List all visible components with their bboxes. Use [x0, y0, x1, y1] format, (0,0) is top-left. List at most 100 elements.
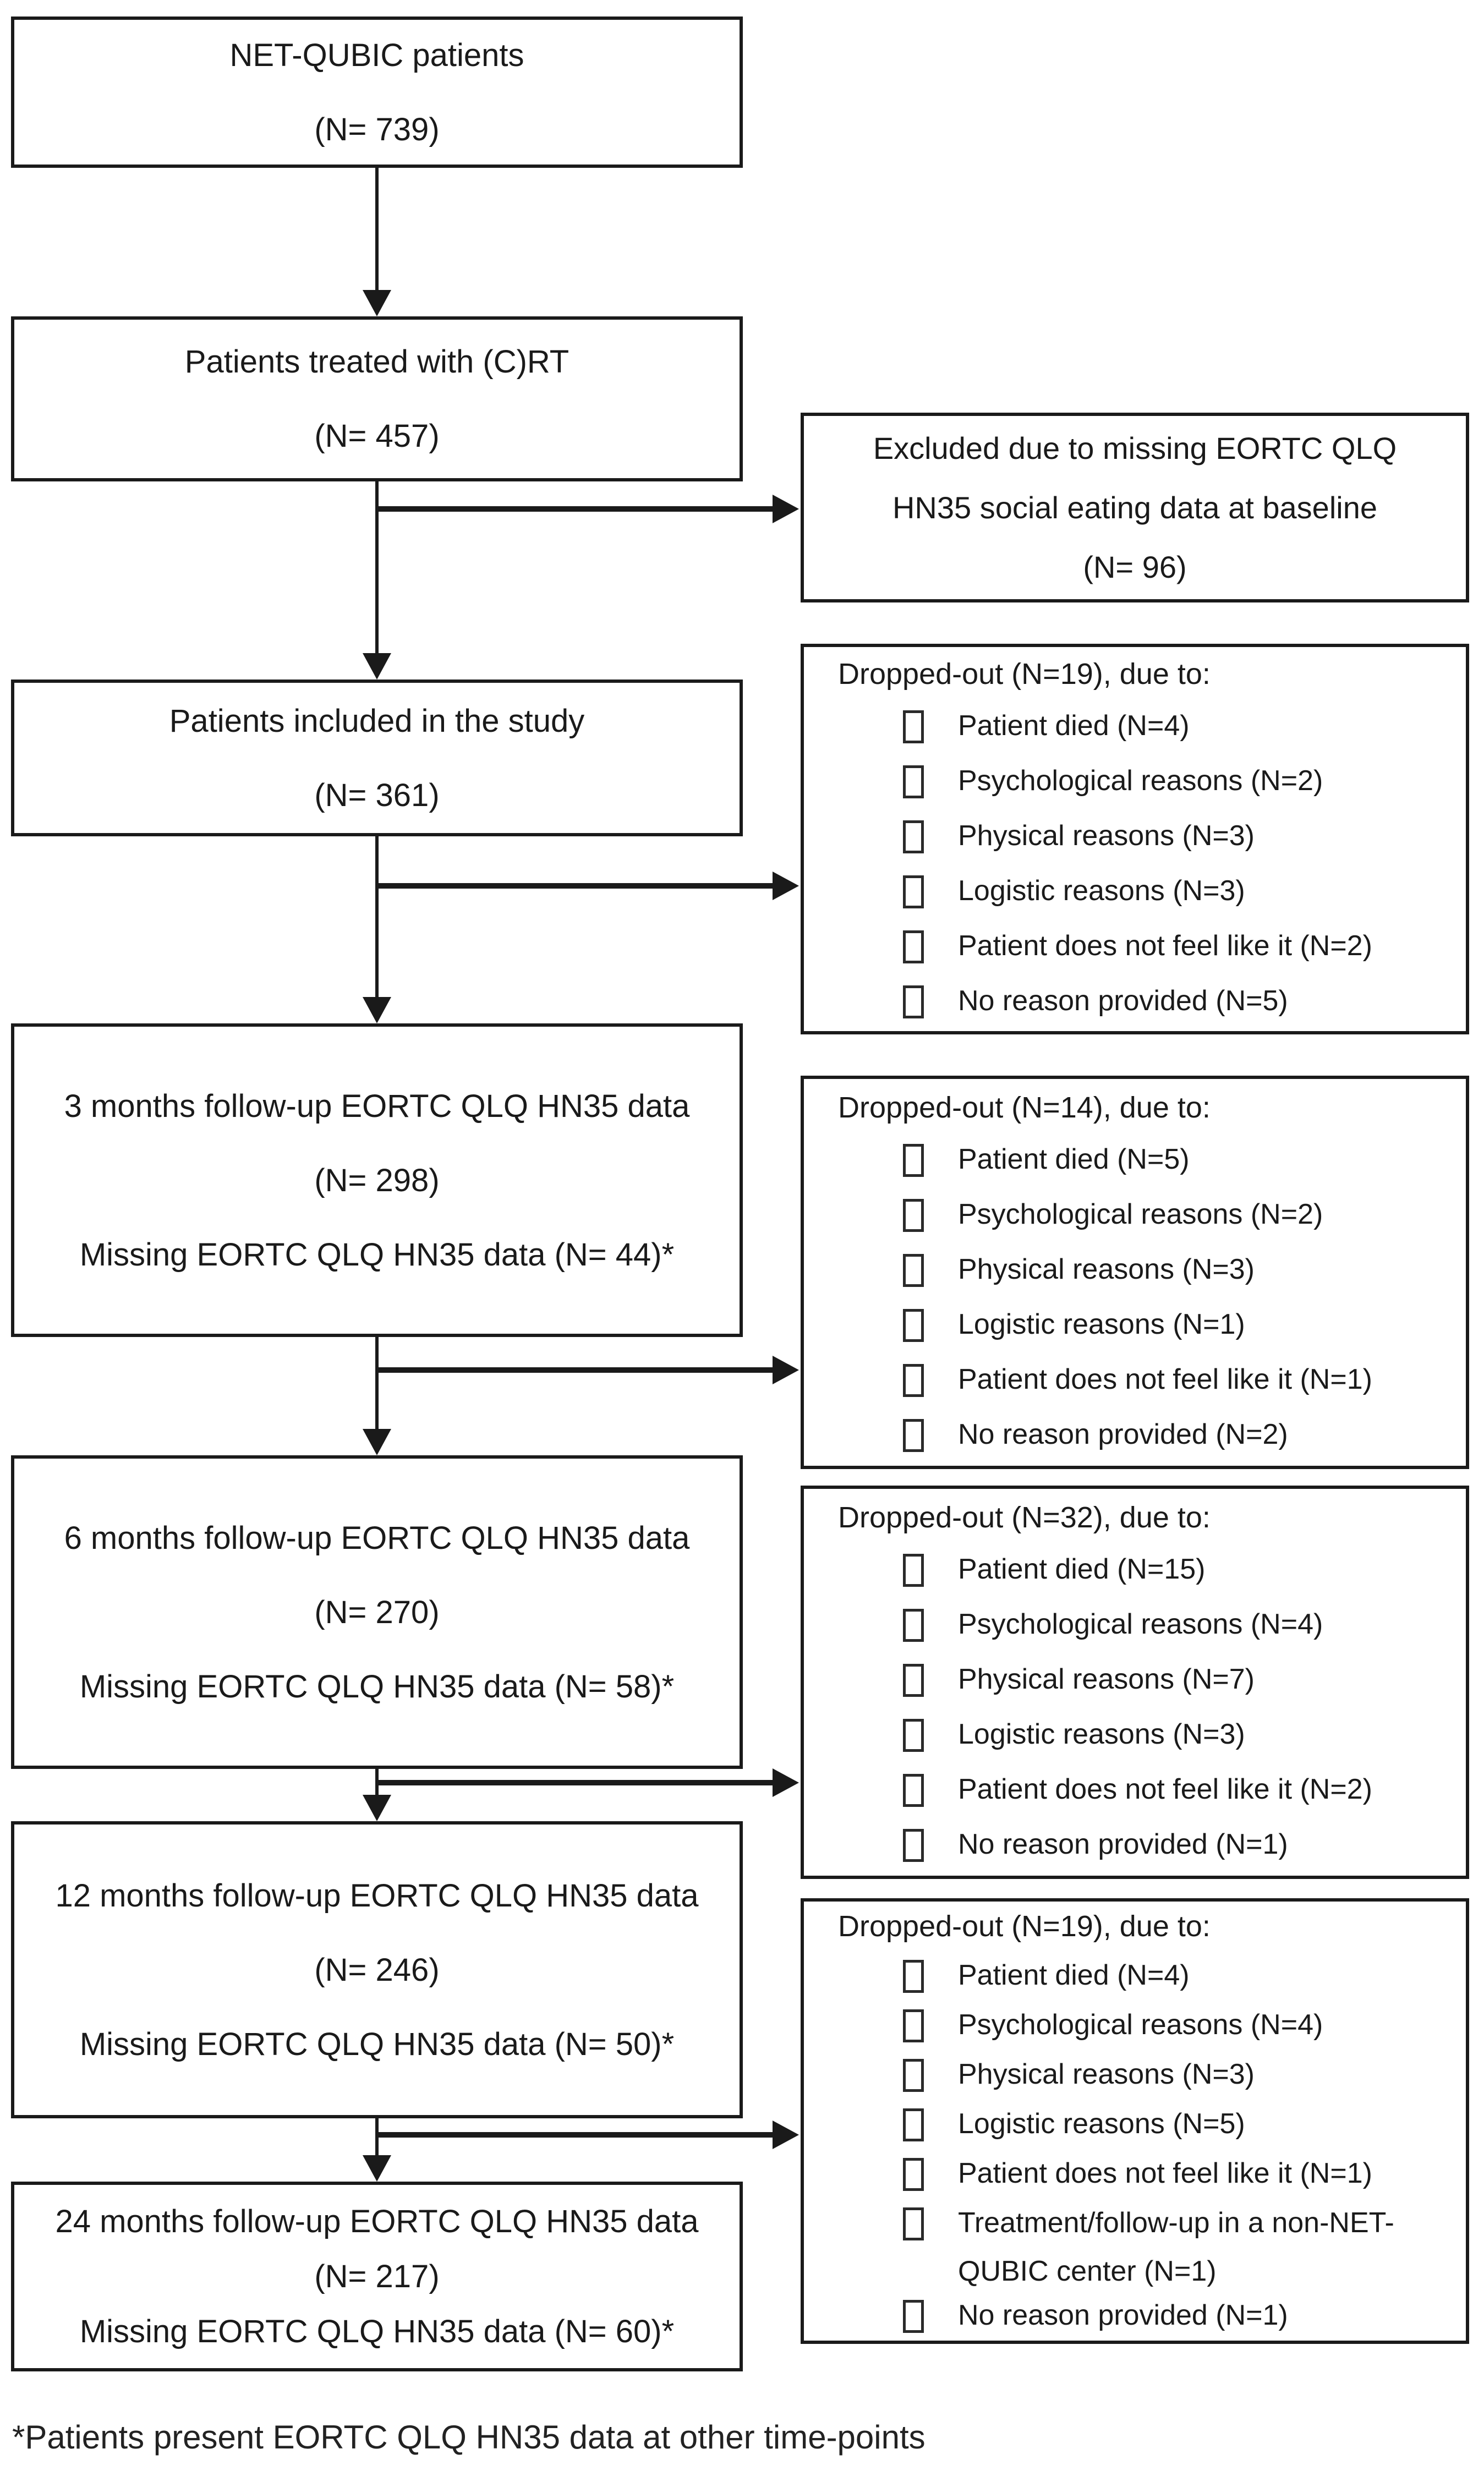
dropout-item: Physical reasons (N=3): [804, 812, 1466, 867]
box-count: (N= 739): [314, 111, 440, 147]
arrowhead-down-icon: [363, 1429, 391, 1455]
connector-stem: [375, 1337, 379, 1432]
dropout-item: Psychological reasons (N=4): [804, 2001, 1466, 2050]
dropout-item: No reason provided (N=1): [804, 2291, 1466, 2341]
dropout-item-label: Patient does not feel like it (N=2): [958, 930, 1372, 962]
dropout-title: Dropped-out (N=14), due to:: [838, 1091, 1211, 1124]
box-included-in-study: Patients included in the study (N= 361): [11, 680, 743, 836]
dropout-item: Logistic reasons (N=3): [804, 867, 1466, 922]
dropout-item: Treatment/follow-up in a non-NET-QUBIC c…: [804, 2199, 1466, 2291]
bullet-square-icon: [903, 1198, 924, 1232]
dropout-item-label: Psychological reasons (N=2): [958, 1198, 1323, 1230]
box-3-months-followup: 3 months follow-up EORTC QLQ HN35 data (…: [11, 1023, 743, 1337]
box-line: 24 months follow-up EORTC QLQ HN35 data: [55, 2203, 699, 2239]
dropout-item: Patient does not feel like it (N=2): [804, 1765, 1466, 1820]
box-dropout-12m-to-24m: Dropped-out (N=19), due to: Patient died…: [801, 1898, 1469, 2344]
box-count: (N= 246): [314, 1952, 440, 1988]
arrowhead-right-icon: [773, 495, 799, 523]
box-24-months-followup: 24 months follow-up EORTC QLQ HN35 data …: [11, 2182, 743, 2371]
bullet-square-icon: [903, 985, 924, 1018]
arrowhead-down-icon: [363, 1795, 391, 1821]
dropout-item-label: Logistic reasons (N=3): [958, 1718, 1245, 1750]
box-6-months-followup: 6 months follow-up EORTC QLQ HN35 data (…: [11, 1455, 743, 1769]
arrowhead-down-icon: [363, 653, 391, 680]
dropout-item: Logistic reasons (N=5): [804, 2100, 1466, 2149]
dropout-item: Patient died (N=4): [804, 1951, 1466, 2001]
dropout-item-label: No reason provided (N=1): [958, 2299, 1288, 2331]
box-line: 6 months follow-up EORTC QLQ HN35 data: [64, 1520, 690, 1556]
box-excluded-baseline: Excluded due to missing EORTC QLQ HN35 s…: [801, 413, 1469, 602]
box-line: Patients included in the study: [169, 703, 585, 739]
box-line: HN35 social eating data at baseline: [892, 490, 1377, 525]
box-count: (N= 457): [314, 418, 440, 454]
dropout-item: Psychological reasons (N=2): [804, 757, 1466, 812]
box-dropout-baseline-to-3m: Dropped-out (N=19), due to: Patient died…: [801, 644, 1469, 1034]
dropout-item: Patient died (N=5): [804, 1135, 1466, 1190]
bullet-square-icon: [903, 875, 924, 908]
box-treated-with-crt: Patients treated with (C)RT (N= 457): [11, 316, 743, 481]
dropout-item-label: Physical reasons (N=3): [958, 1253, 1255, 1285]
box-line: 12 months follow-up EORTC QLQ HN35 data: [55, 1877, 699, 1914]
bullet-square-icon: [903, 2108, 924, 2141]
arrowhead-down-icon: [363, 2155, 391, 2182]
bullet-square-icon: [903, 1718, 924, 1752]
box-dropout-3m-to-6m: Dropped-out (N=14), due to: Patient died…: [801, 1076, 1469, 1469]
bullet-square-icon: [903, 1253, 924, 1287]
bullet-square-icon: [903, 1608, 924, 1642]
dropout-item-label: Physical reasons (N=3): [958, 2058, 1255, 2090]
dropout-item-label: Physical reasons (N=7): [958, 1663, 1255, 1695]
connector-stem: [375, 481, 379, 656]
box-netqubic-patients: NET-QUBIC patients (N= 739): [11, 17, 743, 168]
dropout-item-label: Psychological reasons (N=2): [958, 765, 1323, 797]
box-count: (N= 217): [314, 2258, 440, 2294]
connector-branch: [377, 2132, 773, 2138]
bullet-square-icon: [903, 2059, 924, 2092]
dropout-item: Psychological reasons (N=4): [804, 1600, 1466, 1655]
dropout-item: Logistic reasons (N=3): [804, 1710, 1466, 1765]
dropout-item-label: No reason provided (N=2): [958, 1418, 1288, 1450]
bullet-square-icon: [903, 1773, 924, 1807]
bullet-square-icon: [903, 1828, 924, 1862]
dropout-item-label: Patient does not feel like it (N=1): [958, 2157, 1372, 2189]
dropout-item-label: Patient died (N=4): [958, 710, 1190, 742]
box-missing-line: Missing EORTC QLQ HN35 data (N= 58)*: [79, 1668, 675, 1705]
bullet-square-icon: [903, 820, 924, 853]
dropout-item: Patient does not feel like it (N=2): [804, 922, 1466, 977]
dropout-item-label: Patient does not feel like it (N=2): [958, 1773, 1372, 1805]
bullet-square-icon: [903, 1960, 924, 1993]
dropout-title: Dropped-out (N=19), due to:: [838, 658, 1211, 691]
arrowhead-right-icon: [773, 2121, 799, 2149]
arrowhead-right-icon: [773, 1768, 799, 1797]
dropout-item: No reason provided (N=1): [804, 1820, 1466, 1875]
box-count: (N= 96): [1083, 549, 1187, 584]
arrowhead-right-icon: [773, 1356, 799, 1384]
dropout-item-label: No reason provided (N=5): [958, 985, 1288, 1017]
bullet-square-icon: [903, 2300, 924, 2333]
dropout-item-label: No reason provided (N=1): [958, 1828, 1288, 1860]
footnote: *Patients present EORTC QLQ HN35 data at…: [12, 2419, 926, 2456]
dropout-item: Patient does not feel like it (N=1): [804, 2149, 1466, 2199]
dropout-item-label: Patient died (N=15): [958, 1553, 1206, 1585]
box-missing-line: Missing EORTC QLQ HN35 data (N= 44)*: [79, 1236, 675, 1273]
bullet-square-icon: [903, 1308, 924, 1342]
bullet-square-icon: [903, 765, 924, 798]
connector-branch: [377, 1780, 773, 1785]
dropout-item-label: Patient died (N=5): [958, 1143, 1190, 1175]
dropout-item: No reason provided (N=5): [804, 977, 1466, 1032]
dropout-item: Patient does not feel like it (N=1): [804, 1355, 1466, 1410]
connector-stem: [375, 168, 379, 293]
bullet-square-icon: [903, 710, 924, 743]
arrowhead-down-icon: [363, 290, 391, 316]
connector-branch: [377, 883, 773, 889]
dropout-item: Patient died (N=4): [804, 702, 1466, 757]
dropout-item-label: Patient does not feel like it (N=1): [958, 1363, 1372, 1395]
dropout-item: Logistic reasons (N=1): [804, 1300, 1466, 1355]
bullet-square-icon: [903, 1553, 924, 1587]
bullet-square-icon: [903, 2009, 924, 2042]
dropout-title: Dropped-out (N=19), due to:: [838, 1910, 1211, 1943]
box-missing-line: Missing EORTC QLQ HN35 data (N= 50)*: [79, 2026, 675, 2062]
dropout-item-label: Logistic reasons (N=5): [958, 2108, 1245, 2140]
dropout-item-label: Psychological reasons (N=4): [958, 1608, 1323, 1640]
box-missing-line: Missing EORTC QLQ HN35 data (N= 60)*: [79, 2313, 675, 2349]
box-line: 3 months follow-up EORTC QLQ HN35 data: [64, 1088, 690, 1124]
